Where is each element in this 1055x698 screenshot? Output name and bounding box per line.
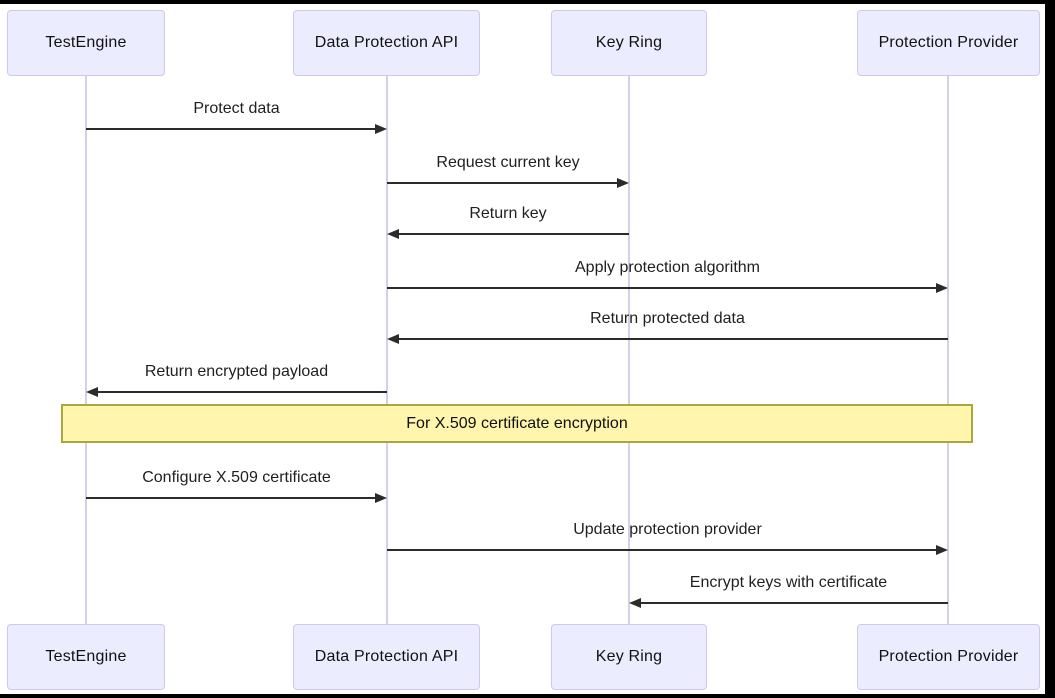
message-label: Return protected data — [590, 310, 745, 327]
message-arrow-line — [399, 338, 948, 340]
actor-top-key-ring: Key Ring — [551, 10, 707, 76]
message-label: Return key — [469, 205, 547, 222]
message-label: Request current key — [436, 154, 580, 171]
actor-bottom-testengine: TestEngine — [7, 624, 165, 690]
actor-label: TestEngine — [45, 648, 127, 665]
lifeline-protection-provider — [947, 76, 949, 624]
lifeline-data-protection-api — [386, 76, 388, 624]
message-arrow-line — [641, 602, 948, 604]
message-arrow-line — [387, 182, 619, 184]
arrowhead-left-icon — [387, 229, 399, 239]
actor-label: Key Ring — [595, 648, 663, 665]
actor-top-testengine: TestEngine — [7, 10, 165, 76]
arrowhead-right-icon — [375, 124, 387, 134]
message-label: Configure X.509 certificate — [142, 469, 331, 486]
arrowhead-right-icon — [617, 178, 629, 188]
actor-bottom-protection-provider: Protection Provider — [857, 624, 1040, 690]
message-arrow-line — [98, 391, 387, 393]
arrowhead-right-icon — [936, 545, 948, 555]
message-label: Update protection provider — [573, 521, 762, 538]
actor-label: Data Protection API — [314, 34, 459, 51]
arrowhead-left-icon — [629, 598, 641, 608]
actor-top-protection-provider: Protection Provider — [857, 10, 1040, 76]
message-arrow-line — [86, 497, 377, 499]
window-border-top — [0, 0, 1055, 4]
arrowhead-left-icon — [387, 334, 399, 344]
actor-label: Data Protection API — [314, 648, 459, 665]
note-box: For X.509 certificate encryption — [61, 404, 973, 443]
actor-label: Protection Provider — [878, 648, 1019, 665]
message-arrow-line — [399, 233, 629, 235]
arrowhead-right-icon — [375, 493, 387, 503]
actor-bottom-key-ring: Key Ring — [551, 624, 707, 690]
actor-label: Protection Provider — [878, 34, 1019, 51]
message-label: Encrypt keys with certificate — [689, 574, 888, 591]
window-border-bottom — [0, 694, 1055, 698]
message-label: Protect data — [193, 100, 280, 117]
actor-label: Key Ring — [595, 34, 663, 51]
arrowhead-left-icon — [86, 387, 98, 397]
message-arrow-line — [387, 287, 938, 289]
lifeline-testengine — [85, 76, 87, 624]
arrowhead-right-icon — [936, 283, 948, 293]
message-label: Apply protection algorithm — [575, 259, 760, 276]
actor-top-data-protection-api: Data Protection API — [293, 10, 480, 76]
message-arrow-line — [387, 549, 938, 551]
note-label: For X.509 certificate encryption — [406, 414, 628, 432]
message-arrow-line — [86, 128, 377, 130]
window-border-right — [1045, 0, 1055, 698]
lifeline-key-ring — [628, 76, 630, 624]
actor-label: TestEngine — [45, 34, 127, 51]
message-label: Return encrypted payload — [144, 363, 329, 380]
actor-bottom-data-protection-api: Data Protection API — [293, 624, 480, 690]
